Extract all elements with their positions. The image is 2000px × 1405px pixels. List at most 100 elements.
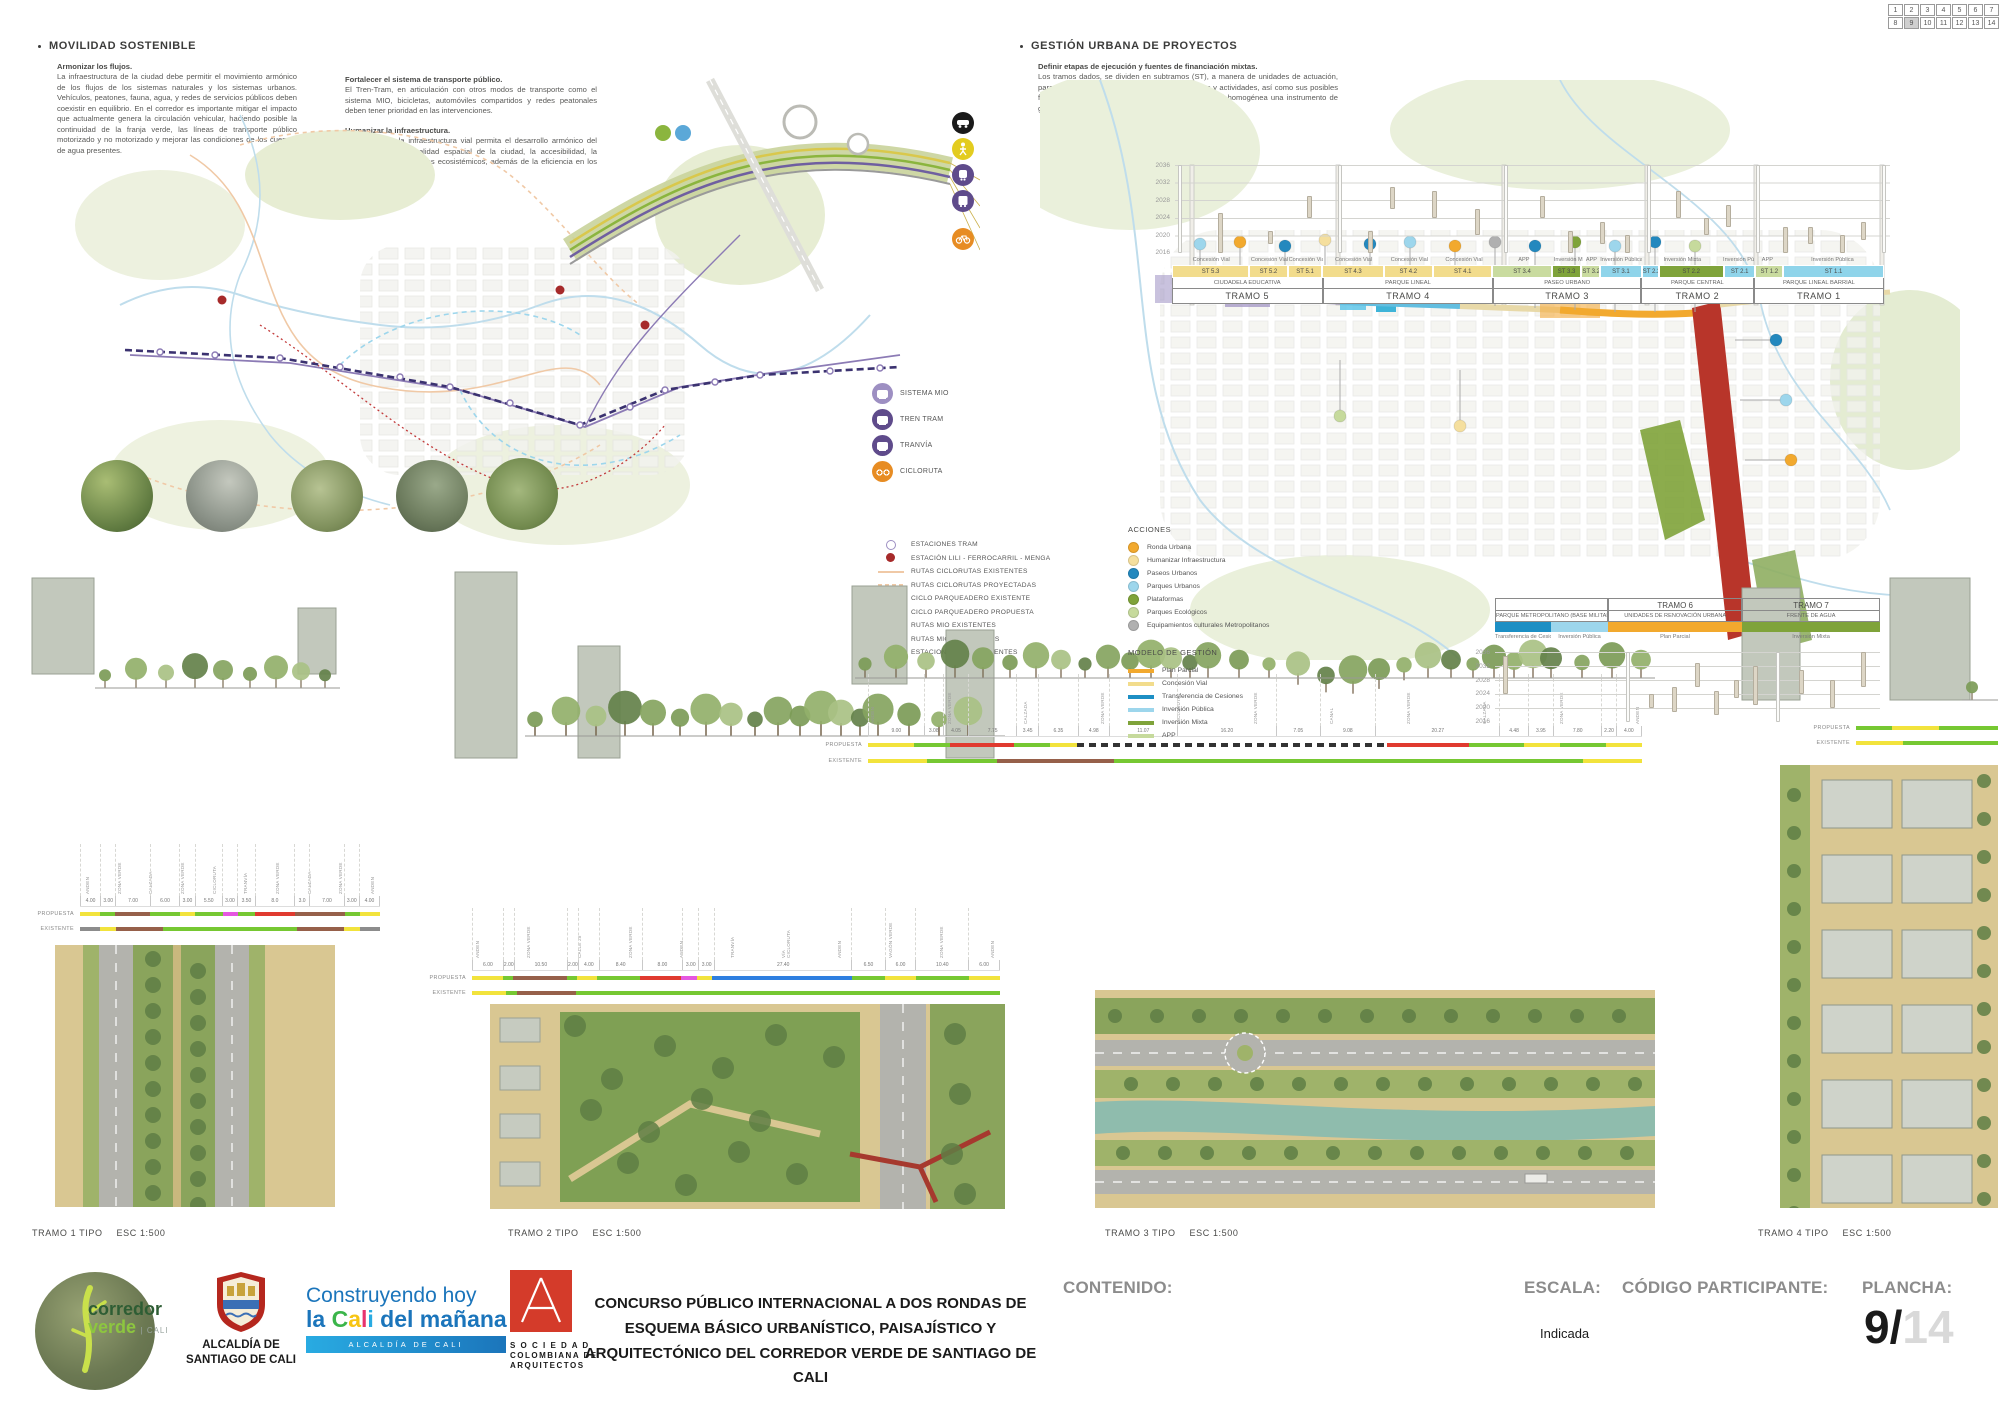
timeline-bar	[1503, 165, 1508, 253]
tramo67-color-row	[1495, 622, 1880, 632]
sheet-index-cell[interactable]: 14	[1984, 17, 1999, 29]
funding-line-icon	[1128, 720, 1154, 725]
tramo-name-cell: PARQUE CENTRAL	[1640, 278, 1754, 289]
axis-label: ANDEN	[85, 876, 90, 894]
sheet-index-cell[interactable]: 8	[1888, 17, 1903, 29]
dimension-cell: 10.50	[513, 908, 567, 970]
bar-segment	[162, 927, 298, 931]
timeline-bar	[1675, 191, 1681, 218]
bar-segment	[916, 976, 970, 980]
bar-label: EXISTENTE	[1816, 740, 1850, 746]
text-block: Fortalecer el sistema de transporte públ…	[345, 75, 597, 116]
timeline-bar	[1368, 231, 1374, 253]
funding-cell: Plan Parcial	[1660, 634, 1690, 640]
dimension-cell: 6.35	[1038, 674, 1078, 736]
bar-segment	[255, 912, 295, 916]
timeline-bar	[1829, 680, 1835, 708]
bar-segment	[517, 991, 577, 995]
funding-cell: Transferencia de Cesiones	[1495, 634, 1551, 640]
gestion-title: GESTIÓN URBANA DE PROYECTOS	[1031, 40, 1238, 52]
bar-segment	[100, 912, 115, 916]
site-photo-3	[291, 460, 363, 532]
funding-cell: Inversión Mixta	[1792, 634, 1830, 640]
legend-swatch-icon	[878, 539, 904, 550]
legend-item: Paseos Urbanos	[1128, 567, 1269, 580]
dimension-cell: 3.95	[1527, 674, 1553, 736]
tramo-cell	[1495, 598, 1609, 611]
bullet-icon	[1020, 44, 1023, 48]
bar-segment	[868, 759, 927, 763]
sheet-index-cell[interactable]: 7	[1984, 4, 1999, 16]
timeline-bar	[1502, 655, 1508, 694]
sheet-index-cell[interactable]: 9	[1904, 17, 1919, 29]
escala-label: ESCALA:	[1524, 1278, 1601, 1297]
bar-segment	[1523, 743, 1561, 747]
title-line: CONCURSO PÚBLICO INTERNACIONAL A DOS RON…	[594, 1295, 1027, 1312]
sheet-index-cell[interactable]: 1	[1888, 4, 1903, 16]
bar-segment	[1050, 743, 1078, 747]
section-drawing	[31, 577, 340, 689]
bar-segment	[1856, 726, 1892, 730]
axis-label: ANDEN	[475, 940, 480, 958]
sheet-index-cell[interactable]: 4	[1936, 4, 1951, 16]
cali-crest-icon	[217, 1272, 265, 1332]
year-label: 2016	[1155, 248, 1170, 256]
site-photo-4	[396, 460, 468, 532]
legend-item: ESTACIÓN LILI - FERROCARRIL - MENGA	[878, 552, 1050, 566]
axis-label: ZONA VERDE	[1405, 692, 1411, 724]
action-dot-icon	[1128, 594, 1139, 605]
dimension-cell: 7.75	[968, 674, 1016, 736]
dimension-cell: 7.80	[1553, 674, 1601, 736]
section-drawing	[851, 585, 1655, 694]
bar-segment	[502, 976, 513, 980]
timeline-bar	[1714, 690, 1720, 715]
bar-segment	[597, 976, 641, 980]
tramo-cell: TRAMO 5	[1172, 289, 1323, 304]
dimension-cell: 9.08	[1319, 674, 1376, 736]
axis-label: CALZADA	[1023, 701, 1028, 724]
dimension-cell: 9.00	[868, 674, 924, 736]
timeline-bar	[1752, 666, 1758, 705]
subtramo-cell: ST 3.2	[1581, 265, 1601, 278]
plancha-number: 9/14	[1864, 1301, 1954, 1353]
dimension-cell: 2.00	[502, 908, 514, 970]
sheet-index-cell[interactable]: 11	[1936, 17, 1951, 29]
legend-swatch-icon	[878, 567, 904, 577]
movilidad-col1: Armonizar los flujos.La infraestructura …	[57, 62, 297, 165]
sheet-index-cell[interactable]: 12	[1952, 17, 1967, 29]
funding-color-cell	[1742, 622, 1880, 632]
existente-bar: EXISTENTE	[822, 758, 1642, 764]
bar-segment	[297, 927, 345, 931]
sheet-index-cell[interactable]: 6	[1968, 4, 1983, 16]
timeline-bar	[1695, 662, 1701, 687]
dimension-cell: 4.00	[80, 844, 100, 906]
axis-label: ZONA VERDE	[628, 926, 633, 958]
movilidad-title-row: MOVILIDAD SOSTENIBLE	[38, 40, 196, 52]
bar-segment	[1013, 743, 1051, 747]
sheet-index-cell[interactable]: 5	[1952, 4, 1967, 16]
bar-segment	[237, 912, 255, 916]
bar-segment	[1938, 726, 1998, 730]
funding-color-cell	[1551, 622, 1608, 632]
sheet-index-cell[interactable]: 2	[1904, 4, 1919, 16]
sheet-index-cell[interactable]: 3	[1920, 4, 1935, 16]
sheet-index-cell[interactable]: 10	[1920, 17, 1935, 29]
dimension-cell: 4.98	[1077, 674, 1109, 736]
dimension-cell: 7.00	[309, 844, 343, 906]
action-dot-icon	[1128, 607, 1139, 618]
year-label: 2020	[1475, 704, 1490, 712]
bar-segment	[472, 991, 506, 995]
bar-segment	[115, 927, 163, 931]
dimension-cell: 10.40	[915, 908, 968, 970]
sheet-index-cell[interactable]: 13	[1968, 17, 1983, 29]
funding-cell: Inversión Pública	[1811, 257, 1854, 263]
dimension-cell: 3.00	[100, 844, 115, 906]
bar-segment	[949, 743, 1014, 747]
tramo-cell: TRAMO 1	[1753, 289, 1884, 304]
legend-item: CICLORUTA	[872, 461, 949, 482]
subtramo-cell: ST 2.1	[1723, 265, 1756, 278]
